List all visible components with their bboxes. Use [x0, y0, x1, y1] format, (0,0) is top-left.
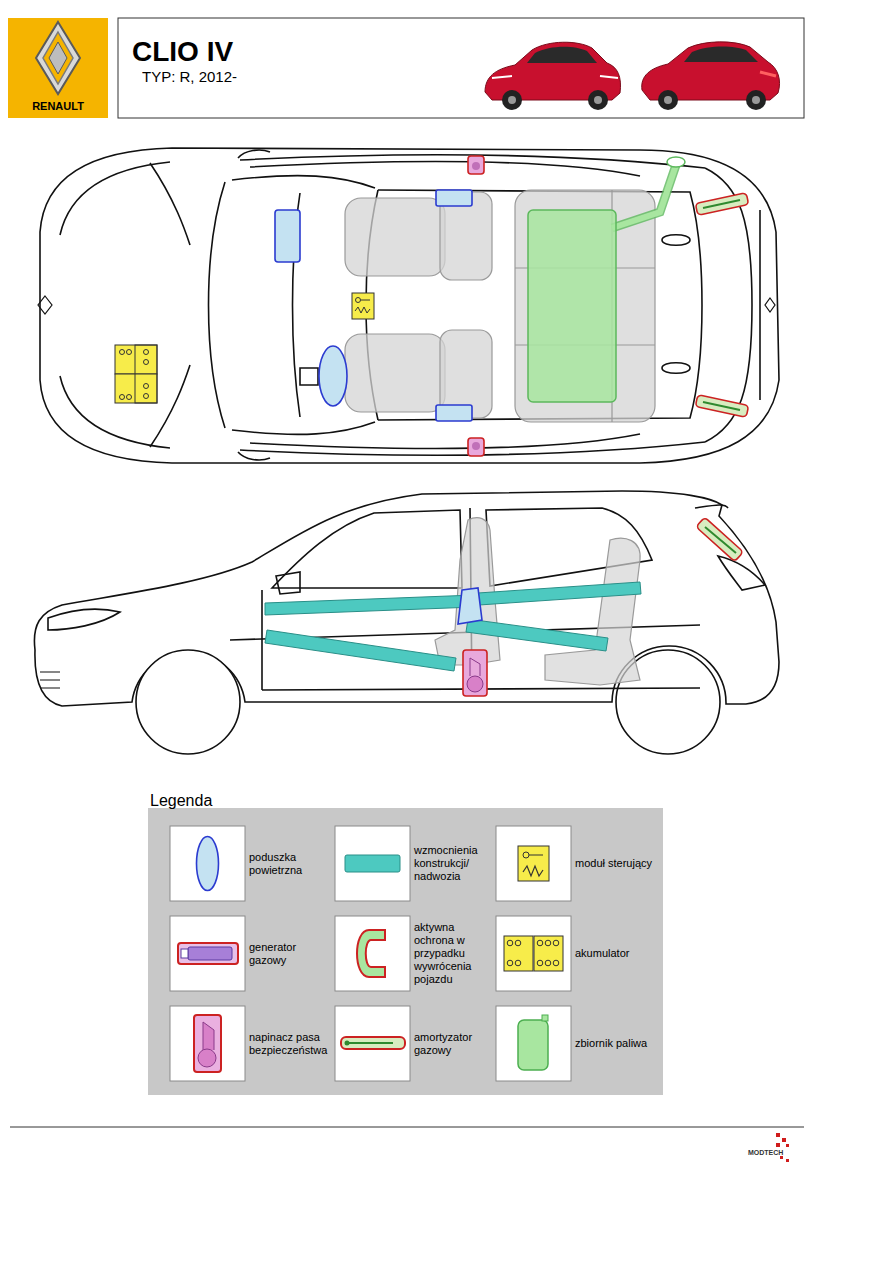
- belt-tensioner-side: [463, 650, 487, 696]
- legend-icon-frame: [335, 826, 410, 901]
- legend-item: [170, 826, 245, 901]
- legend-icon-frame: [170, 826, 245, 901]
- legend-label: napinacz pasa bezpieczeństwa: [249, 1031, 333, 1057]
- fuel-tank-swatch: [542, 1015, 548, 1021]
- legend-label: generator gazowy: [249, 941, 333, 967]
- belt-tensioner-symbol: [198, 1049, 216, 1067]
- legend-item: [170, 916, 245, 991]
- title: CLIO IV: [132, 35, 233, 69]
- battery-symbol: [504, 936, 533, 971]
- gas-generator-symbol: [178, 943, 238, 964]
- car-photo: [642, 42, 780, 110]
- subtitle: TYP: R, 2012-: [142, 68, 237, 86]
- legend-icon-frame: [496, 1006, 571, 1081]
- legend-icon-frame: [335, 1006, 410, 1081]
- legend-entry-wrap: zbiornik paliwa: [575, 1006, 655, 1081]
- legend-item: [335, 1006, 410, 1081]
- legend-label: wzmocnienia konstrukcji/ nadwozia: [414, 844, 490, 883]
- belt-tensioner-symbol: [203, 1022, 214, 1050]
- renault-diamond: [36, 22, 80, 94]
- legend-icon-frame: [496, 916, 571, 991]
- battery-symbol: [534, 936, 563, 971]
- belt-tensioner-symbol: [194, 1015, 221, 1072]
- legend-item: [335, 826, 410, 901]
- footer-logo-text: MODTECH: [748, 1149, 783, 1157]
- legend-item: [496, 1006, 571, 1081]
- airbag-symbol: [197, 837, 219, 891]
- legend-entry-wrap: amortyzator gazowy: [414, 1006, 490, 1081]
- battery-symbol: [553, 940, 559, 946]
- battery-top: [115, 345, 157, 403]
- legend-label: zbiornik paliwa: [575, 1037, 647, 1050]
- legend-item: [335, 916, 410, 991]
- car-photo: [485, 42, 620, 110]
- legend-icons: [170, 826, 571, 1081]
- legend-panel: [148, 808, 663, 1095]
- airbags-top: [275, 190, 472, 421]
- battery-symbol: [545, 940, 551, 946]
- gas-strut-symbol: [341, 1037, 405, 1049]
- legend-icon-frame: [170, 1006, 245, 1081]
- control-module-symbol: [523, 855, 543, 876]
- belt-tensioners-top: [468, 156, 484, 456]
- footer-rule: [10, 1127, 804, 1128]
- legend-label: poduszka powietrzna: [249, 851, 333, 877]
- car-top-view: [38, 148, 779, 463]
- legend-entry-wrap: napinacz pasa bezpieczeństwa: [249, 1006, 333, 1081]
- gas-strut-side: [696, 517, 743, 561]
- reinforcement-swatch: [345, 855, 400, 872]
- legend-entry-wrap: moduł sterujący: [575, 826, 655, 901]
- gas-generator-symbol: [188, 947, 232, 960]
- fuel-tank: [528, 157, 685, 402]
- gas-strut-symbol: [345, 1041, 350, 1046]
- control-module-symbol: [518, 846, 549, 881]
- brand-name: RENAULT: [8, 100, 108, 113]
- rollover-protection-symbol: [357, 930, 385, 977]
- legend-icon-frame: [496, 826, 571, 901]
- gas-generator-symbol: [181, 949, 188, 958]
- gas-struts-top: [695, 193, 748, 418]
- legend-item: [496, 826, 571, 901]
- legend-icon-frame: [335, 916, 410, 991]
- reinforcements-side: [265, 582, 641, 671]
- gas-strut-symbol: [349, 1042, 393, 1044]
- seats-top: [345, 190, 655, 422]
- legend-item: [496, 916, 571, 991]
- fuel-tank-swatch: [518, 1020, 548, 1070]
- legend-item: [170, 1006, 245, 1081]
- control-module-symbol: [523, 852, 529, 858]
- legend-entry-wrap: aktywna ochrona w przypadku wywrócenia p…: [414, 916, 490, 991]
- logo-panel: [8, 18, 108, 118]
- legend-label: amortyzator gazowy: [414, 1031, 490, 1057]
- battery-symbol: [537, 940, 543, 946]
- modtech-logo: [776, 1133, 789, 1162]
- battery-symbol: [545, 960, 551, 966]
- legend-heading: Legenda: [150, 791, 212, 810]
- battery-symbol: [515, 960, 521, 966]
- legend-label: akumulator: [575, 947, 629, 960]
- battery-symbol: [537, 960, 543, 966]
- header: [8, 18, 804, 118]
- legend-entry-wrap: wzmocnienia konstrukcji/ nadwozia: [414, 826, 490, 901]
- battery-symbol: [507, 960, 513, 966]
- battery-symbol: [515, 940, 521, 946]
- legend-label: aktywna ochrona w przypadku wywrócenia p…: [414, 921, 490, 986]
- battery-symbol: [507, 940, 513, 946]
- legend-icon-frame: [170, 916, 245, 991]
- header-frame: [118, 18, 804, 118]
- battery-symbol: [553, 960, 559, 966]
- legend-entry-wrap: akumulator: [575, 916, 655, 991]
- car-side-view: [34, 491, 779, 754]
- side-airbag: [458, 588, 482, 624]
- legend-entry-wrap: poduszka powietrzna: [249, 826, 333, 901]
- legend-label: moduł sterujący: [575, 857, 652, 870]
- control-module-top: [352, 293, 374, 319]
- legend-entry-wrap: generator gazowy: [249, 916, 333, 991]
